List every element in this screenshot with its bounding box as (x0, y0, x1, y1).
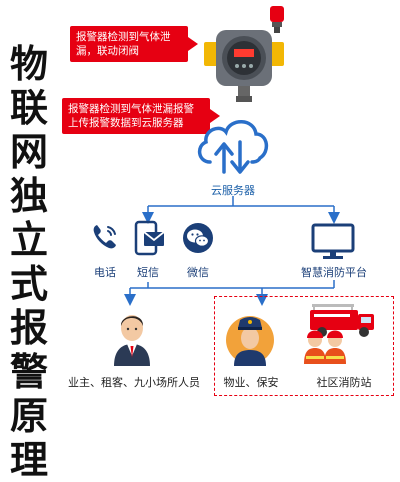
firefighters-icon (304, 330, 346, 364)
title-char: 理 (9, 438, 48, 482)
callout-text: 报警器检测到气体泄漏，联动闭阀 (76, 31, 171, 57)
connector-lines (124, 196, 340, 306)
channel-sms-label: 短信 (137, 266, 159, 279)
recipient-owners-label: 业主、租客、九小场所人员 (68, 376, 200, 389)
title-char: 式 (9, 262, 48, 306)
title-char: 原 (9, 394, 48, 438)
channel-platform-label: 智慧消防平台 (301, 266, 367, 279)
title-char: 独 (9, 174, 48, 218)
title-char: 网 (9, 130, 48, 174)
cloud-server-icon (197, 120, 269, 174)
channel-wechat-label: 微信 (187, 266, 209, 279)
callout-valve-close: 报警器检测到气体泄漏，联动闭阀 (70, 26, 198, 62)
sms-icon (134, 220, 165, 256)
title-char: 报 (9, 306, 48, 350)
callout-text: 报警器检测到气体泄漏报警上传报警数据到云服务器 (68, 103, 194, 129)
title-char: 物 (9, 42, 48, 86)
recipient-security-label: 物业、保安 (223, 376, 279, 389)
monitor-icon (311, 223, 355, 259)
channel-phone-label: 电话 (94, 266, 116, 279)
title-char: 警 (9, 350, 48, 394)
cloud-server-label: 云服务器 (211, 184, 255, 197)
callout-upload-cloud: 报警器检测到气体泄漏报警上传报警数据到云服务器 (62, 98, 220, 134)
phone-icon (93, 225, 116, 249)
fire-truck-icon (310, 304, 374, 337)
businessman-avatar-icon (114, 315, 150, 366)
title-char: 立 (9, 218, 48, 262)
recipient-fire-station-label: 社区消防站 (316, 376, 372, 389)
gas-detector-icon (204, 6, 284, 102)
title-char: 联 (9, 86, 48, 130)
security-guard-avatar-icon (226, 316, 274, 366)
station-group-box (214, 296, 394, 396)
wechat-icon (183, 223, 213, 253)
